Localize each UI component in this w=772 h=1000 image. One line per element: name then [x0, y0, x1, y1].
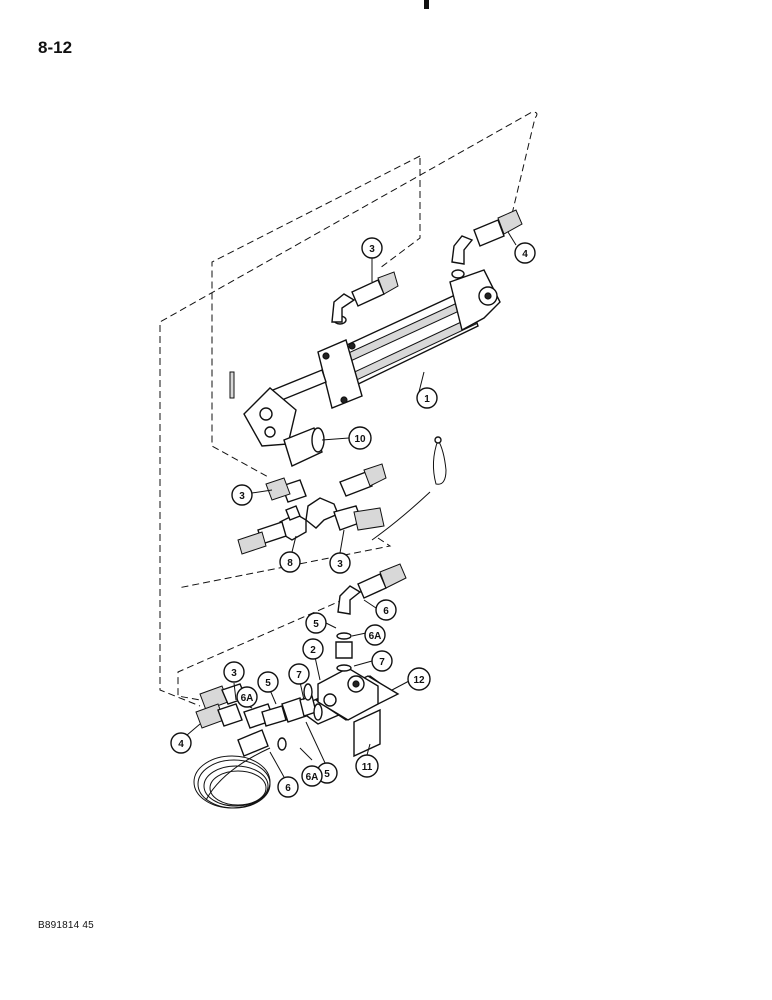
callout-5-upper-label: 5 — [313, 619, 319, 630]
callout-10-label: 10 — [354, 434, 366, 445]
callout-4-top-label: 4 — [522, 249, 528, 260]
upper-elbow-fitting — [331, 271, 399, 323]
callout-3-top-label: 3 — [369, 244, 375, 255]
callout-5-upper: 5 — [305, 612, 327, 634]
callout-5-mid: 5 — [257, 671, 279, 693]
callout-6A-upper: 6A — [364, 624, 386, 646]
hose-routing-lines — [159, 111, 538, 707]
callout-11: 11 — [355, 754, 379, 778]
callout-7-right-label: 7 — [379, 657, 385, 668]
callout-6-upper-label: 6 — [383, 606, 389, 617]
tee-fitting-assembly — [237, 463, 387, 555]
callout-1: 1 — [416, 387, 438, 409]
top-edge-mark — [424, 0, 429, 9]
callout-4-lower: 4 — [170, 732, 192, 754]
callout-3-mid: 3 — [329, 552, 351, 574]
callout-2: 2 — [302, 638, 324, 660]
leader-lines — [179, 231, 517, 778]
callout-6-lower: 6 — [277, 776, 299, 798]
callout-2-label: 2 — [310, 645, 316, 656]
callout-5-lower-label: 5 — [324, 769, 330, 780]
clevis-pin — [283, 427, 325, 467]
callout-6A-upper-label: 6A — [369, 631, 382, 642]
callout-6A-lower-label: 6A — [306, 772, 319, 783]
callout-4-top: 4 — [514, 242, 536, 264]
callout-11-label: 11 — [362, 762, 373, 773]
coiled-tube — [193, 747, 271, 809]
page-number-label: 8-12 — [38, 38, 73, 57]
hydraulic-cylinder — [243, 269, 501, 447]
callout-6A-left: 6A — [236, 686, 258, 708]
figure-id: B891814 45 — [38, 920, 94, 931]
callout-12-label: 12 — [413, 675, 425, 686]
callout-6-upper: 6 — [375, 599, 397, 621]
callout-3-top: 3 — [361, 237, 383, 259]
callout-7-left-label: 7 — [296, 670, 302, 681]
clevis-tag — [229, 371, 235, 399]
hose-strap — [371, 436, 447, 541]
callout-1-label: 1 — [424, 394, 430, 405]
callout-7-left: 7 — [288, 663, 310, 685]
callout-7-right: 7 — [371, 650, 393, 672]
callout-12: 12 — [407, 667, 431, 691]
rear-elbow-fitting — [451, 209, 523, 265]
callout-6-lower-label: 6 — [285, 783, 291, 794]
callout-3-lower: 3 — [223, 661, 245, 683]
callout-10: 10 — [348, 426, 372, 450]
callout-4-lower-label: 4 — [178, 739, 184, 750]
callout-3-left-label: 3 — [239, 491, 245, 502]
valve-assembly — [195, 563, 407, 758]
callout-3-mid-label: 3 — [337, 559, 343, 570]
callout-5-mid-label: 5 — [265, 678, 271, 689]
callout-8-label: 8 — [287, 558, 293, 569]
callout-6A-lower: 6A — [301, 765, 323, 787]
callout-8: 8 — [279, 551, 301, 573]
callout-3-left: 3 — [231, 484, 253, 506]
callout-6A-left-label: 6A — [241, 693, 254, 704]
callout-3-lower-label: 3 — [231, 668, 237, 679]
